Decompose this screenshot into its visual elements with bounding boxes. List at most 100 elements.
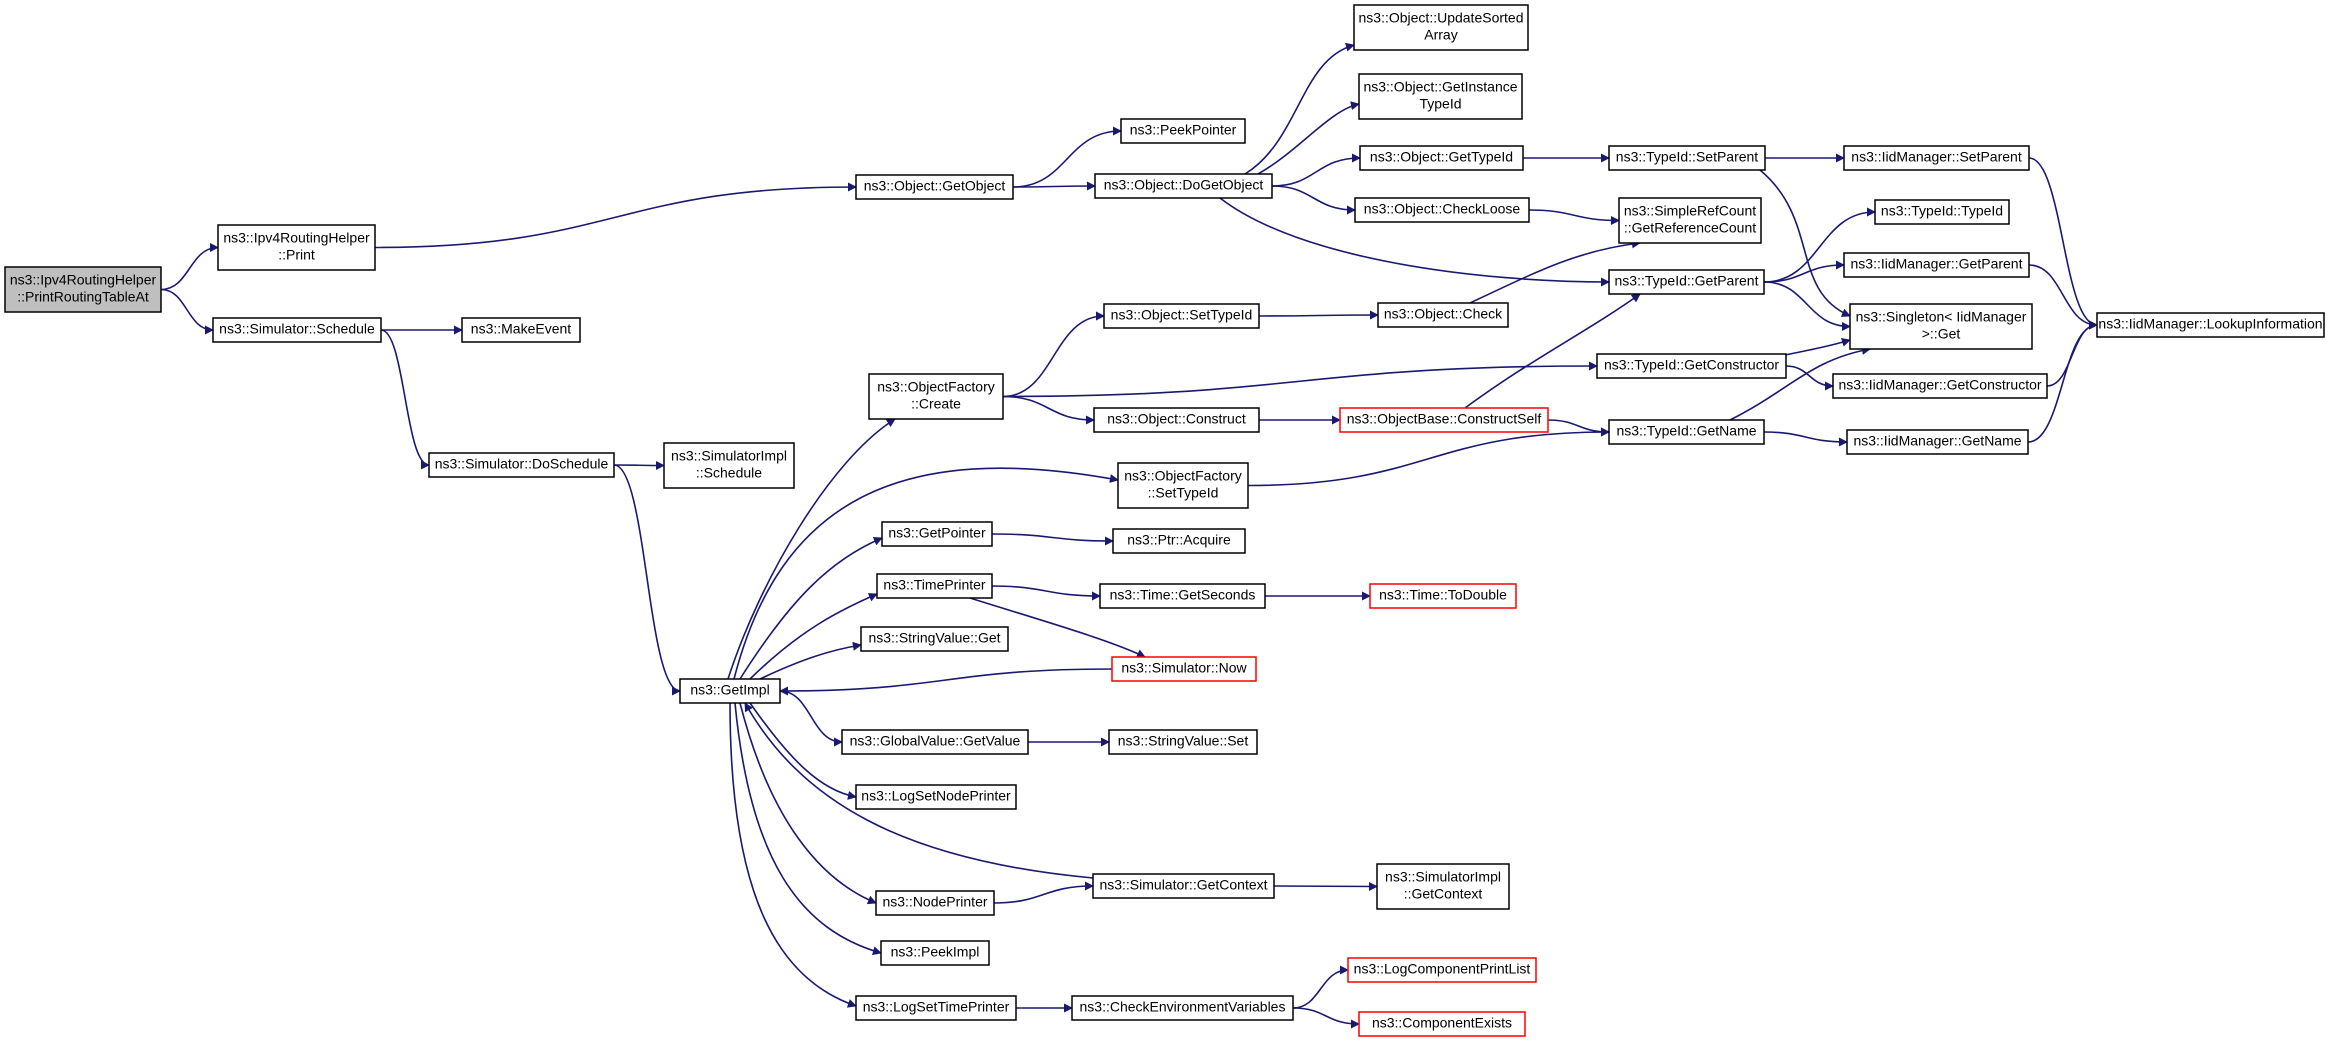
node-ptr-acquire[interactable]: ns3::Ptr::Acquire — [1112, 528, 1246, 554]
node-stringvalue-set[interactable]: ns3::StringValue::Set — [1108, 729, 1258, 755]
node-typeid-getparent[interactable]: ns3::TypeId::GetParent — [1608, 269, 1765, 295]
node-label-line: ns3::Ipv4RoutingHelper — [223, 230, 370, 246]
node-time-todouble[interactable]: ns3::Time::ToDouble — [1369, 583, 1517, 609]
node-print-routing-table-at[interactable]: ns3::Ipv4RoutingHelper::PrintRoutingTabl… — [4, 266, 162, 313]
node-stringvalue-get[interactable]: ns3::StringValue::Get — [860, 626, 1009, 652]
node-typeid-typeid[interactable]: ns3::TypeId::TypeId — [1874, 199, 2010, 225]
call-edge-obj_settypeid-to-obj_check — [1258, 310, 1379, 320]
call-edge-print_routing_table_at-to-ipv4_print — [160, 243, 219, 291]
call-edge-iid_setparent-to-iid_lookup — [2028, 157, 2098, 330]
node-box — [1618, 197, 1762, 244]
node-label-line: ns3::Object::Construct — [1107, 411, 1246, 427]
node-box — [1094, 173, 1273, 199]
node-iid-lookup[interactable]: ns3::IidManager::LookupInformation — [2096, 312, 2325, 338]
node-iid-setparent[interactable]: ns3::IidManager::SetParent — [1843, 145, 2030, 171]
node-globalvalue-getvalue[interactable]: ns3::GlobalValue::GetValue — [841, 729, 1029, 755]
node-obj-dogetobject[interactable]: ns3::Object::DoGetObject — [1094, 173, 1273, 199]
node-box — [1359, 145, 1524, 171]
node-box — [841, 729, 1029, 755]
call-edge-getimpl-to-logsetnodeprinter — [749, 702, 857, 800]
node-componentexists[interactable]: ns3::ComponentExists — [1358, 1011, 1526, 1037]
node-obj-settypeid[interactable]: ns3::Object::SetTypeId — [1103, 303, 1260, 329]
node-label-line: ns3::Object::CheckLoose — [1364, 201, 1521, 217]
node-box — [1111, 656, 1257, 682]
node-peekpointer[interactable]: ns3::PeekPointer — [1120, 118, 1246, 144]
call-edge-sim_doschedule-to-simimpl_schedule — [613, 460, 665, 470]
call-edge-getimpl-to-timeprinter — [749, 593, 878, 680]
node-box — [1103, 303, 1260, 329]
node-sim-schedule[interactable]: ns3::Simulator::Schedule — [212, 317, 382, 343]
node-label-line: ns3::Object::GetInstance — [1363, 79, 1517, 95]
node-label-line: ns3::LogSetNodePrinter — [861, 788, 1011, 804]
node-iid-getname[interactable]: ns3::IidManager::GetName — [1846, 429, 2029, 455]
node-box — [212, 317, 382, 343]
node-typeid-setparent[interactable]: ns3::TypeId::SetParent — [1608, 145, 1766, 171]
node-sim-now[interactable]: ns3::Simulator::Now — [1111, 656, 1257, 682]
node-obj-getobject[interactable]: ns3::Object::GetObject — [855, 174, 1014, 200]
node-objfactory-settypeid[interactable]: ns3::ObjectFactory::SetTypeId — [1117, 462, 1249, 509]
node-box — [868, 373, 1004, 420]
node-label-line: ns3::TypeId::GetParent — [1615, 273, 1759, 289]
node-label-line: ::Create — [911, 396, 961, 412]
node-box — [1377, 302, 1509, 328]
node-sim-doschedule[interactable]: ns3::Simulator::DoSchedule — [428, 452, 615, 478]
node-box — [1846, 429, 2029, 455]
node-box — [1120, 118, 1246, 144]
node-getimpl[interactable]: ns3::GetImpl — [679, 678, 781, 704]
node-box — [875, 890, 995, 916]
node-iid-getconstructor[interactable]: ns3::IidManager::GetConstructor — [1832, 373, 2048, 399]
node-label-line: ns3::PeekPointer — [1130, 122, 1237, 138]
node-label-line: ns3::Simulator::GetContext — [1099, 877, 1267, 893]
node-label-line: ns3::TypeId::TypeId — [1881, 203, 2003, 219]
node-label-line: ns3::Time::GetSeconds — [1110, 587, 1256, 603]
node-box — [1608, 269, 1765, 295]
node-obj-gettypeid[interactable]: ns3::Object::GetTypeId — [1359, 145, 1524, 171]
node-box — [1596, 353, 1787, 379]
node-logsettimeprinter[interactable]: ns3::LogSetTimePrinter — [855, 995, 1017, 1021]
node-typeid-getconstructor[interactable]: ns3::TypeId::GetConstructor — [1596, 353, 1787, 379]
node-obj-check[interactable]: ns3::Object::Check — [1377, 302, 1509, 328]
node-box — [1112, 528, 1246, 554]
node-box — [679, 678, 781, 704]
node-nodeprinter[interactable]: ns3::NodePrinter — [875, 890, 995, 916]
call-edge-getimpl-to-getpointer — [739, 537, 883, 680]
node-label-line: ns3::CheckEnvironmentVariables — [1080, 999, 1286, 1015]
node-box — [1843, 145, 2030, 171]
node-time-getseconds[interactable]: ns3::Time::GetSeconds — [1099, 583, 1266, 609]
node-timeprinter[interactable]: ns3::TimePrinter — [876, 573, 993, 599]
node-logsetnodeprinter[interactable]: ns3::LogSetNodePrinter — [855, 784, 1017, 810]
node-make-event[interactable]: ns3::MakeEvent — [461, 317, 581, 343]
node-label-line: ns3::PeekImpl — [891, 944, 980, 960]
node-label-line: ns3::GlobalValue::GetValue — [850, 733, 1021, 749]
node-simimpl-getcontext[interactable]: ns3::SimulatorImpl::GetContext — [1376, 863, 1510, 910]
node-iid-getparent[interactable]: ns3::IidManager::GetParent — [1843, 252, 2030, 278]
node-logcomponentprintlist[interactable]: ns3::LogComponentPrintList — [1347, 957, 1537, 983]
node-box — [1376, 863, 1510, 910]
node-sim-getcontext[interactable]: ns3::Simulator::GetContext — [1092, 873, 1275, 899]
node-objbase-constructself[interactable]: ns3::ObjectBase::ConstructSelf — [1339, 407, 1549, 433]
node-singleton-get[interactable]: ns3::Singleton< IidManager>::Get — [1849, 303, 2033, 350]
node-ipv4-print[interactable]: ns3::Ipv4RoutingHelper::Print — [217, 224, 376, 271]
node-box — [663, 442, 795, 489]
node-box — [1358, 73, 1523, 120]
node-getpointer[interactable]: ns3::GetPointer — [881, 521, 993, 547]
node-box — [1369, 583, 1517, 609]
node-objfactory-create[interactable]: ns3::ObjectFactory::Create — [868, 373, 1004, 420]
node-peekimpl[interactable]: ns3::PeekImpl — [880, 940, 990, 966]
node-obj-checkloose[interactable]: ns3::Object::CheckLoose — [1354, 197, 1530, 223]
node-box — [1339, 407, 1549, 433]
edges-layer — [160, 42, 2098, 1029]
call-edge-typeid_getparent-to-typeid_typeid — [1763, 207, 1876, 283]
call-edge-typeid_getname-to-singleton_get — [1729, 346, 1871, 421]
node-simplerefcount[interactable]: ns3::SimpleRefCount::GetReferenceCount — [1618, 197, 1762, 244]
node-obj-construct[interactable]: ns3::Object::Construct — [1093, 407, 1260, 433]
node-label-line: ::Schedule — [696, 465, 762, 481]
node-checkenv[interactable]: ns3::CheckEnvironmentVariables — [1071, 995, 1294, 1021]
node-simimpl-schedule[interactable]: ns3::SimulatorImpl::Schedule — [663, 442, 795, 489]
node-label-line: ns3::LogSetTimePrinter — [863, 999, 1010, 1015]
call-edge-obj_check-to-simplerefcount — [1469, 239, 1641, 304]
node-typeid-getname[interactable]: ns3::TypeId::GetName — [1608, 419, 1765, 445]
node-label-line: ns3::Simulator::DoSchedule — [435, 456, 609, 472]
